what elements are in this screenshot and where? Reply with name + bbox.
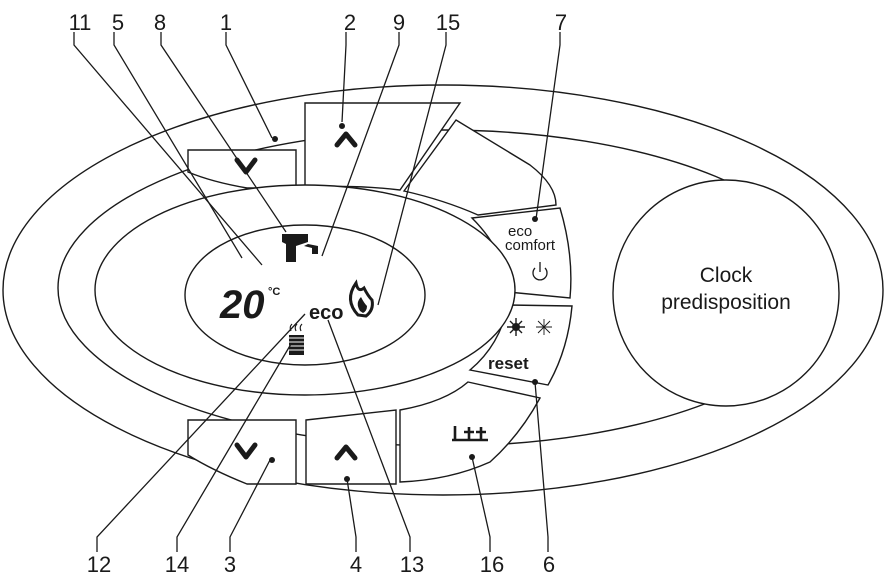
leader-line xyxy=(225,32,273,139)
callout-12: 12 xyxy=(87,552,111,576)
callout-7: 7 xyxy=(555,10,567,35)
leader-line xyxy=(160,32,287,233)
sun-icon xyxy=(507,318,525,336)
callout-2: 2 xyxy=(344,10,356,35)
eco-comfort-label-1: eco xyxy=(508,223,532,240)
callout-14: 14 xyxy=(165,552,189,576)
clock-line1: Clock xyxy=(700,264,753,287)
callout-6: 6 xyxy=(543,552,555,576)
lcd-contents: 20 °C eco xyxy=(219,234,374,355)
leader-line xyxy=(327,319,411,552)
leader-line xyxy=(535,32,561,220)
heating-icon xyxy=(288,323,305,355)
callout-3: 3 xyxy=(224,552,236,576)
callout-5: 5 xyxy=(112,10,124,35)
temperature-unit: °C xyxy=(268,286,280,298)
tap-icon xyxy=(282,234,318,262)
leader-line xyxy=(341,32,347,123)
leader-line xyxy=(96,313,306,552)
eco-comfort-label-2: comfort xyxy=(505,237,556,254)
radiator-tap-icon xyxy=(452,426,488,442)
callout-11: 11 xyxy=(69,10,92,35)
leader-lines xyxy=(73,32,561,552)
leader-line xyxy=(471,456,491,552)
callout-numbers: 11 5 8 1 2 9 15 7 12 14 3 4 13 16 6 xyxy=(69,10,568,576)
leader-line xyxy=(534,381,549,552)
power-icon xyxy=(532,262,548,281)
callout-15: 15 xyxy=(436,10,460,35)
chevron-down-icon xyxy=(234,442,258,460)
blank-button[interactable] xyxy=(402,119,557,216)
reset-label: reset xyxy=(488,354,529,373)
snowflake-icon xyxy=(536,319,552,335)
callout-9: 9 xyxy=(393,10,405,35)
chevron-up-icon xyxy=(334,444,358,461)
lcd-display xyxy=(184,224,426,366)
leader-line xyxy=(229,459,271,552)
button-dot xyxy=(532,216,538,222)
callout-4: 4 xyxy=(350,552,362,576)
dhw-up-button[interactable] xyxy=(305,409,397,485)
leader-line xyxy=(377,32,447,306)
leader-line xyxy=(321,32,400,257)
callout-16: 16 xyxy=(480,552,504,576)
leader-line xyxy=(73,32,263,266)
flame-icon xyxy=(349,279,374,318)
temperature-digits: 20 xyxy=(219,283,265,327)
callout-8: 8 xyxy=(154,10,166,35)
button-dot xyxy=(272,136,278,142)
leader-line xyxy=(176,343,292,552)
leader-line xyxy=(113,32,243,259)
clock-line2: predisposition xyxy=(661,291,791,314)
clock-module xyxy=(612,179,840,407)
button-dot xyxy=(269,457,275,463)
chevron-up-icon xyxy=(334,131,358,148)
leader-line xyxy=(346,478,357,552)
button-dot xyxy=(339,123,345,129)
eco-indicator: eco xyxy=(309,302,343,324)
callout-1: 1 xyxy=(220,10,232,35)
callout-13: 13 xyxy=(400,552,424,576)
